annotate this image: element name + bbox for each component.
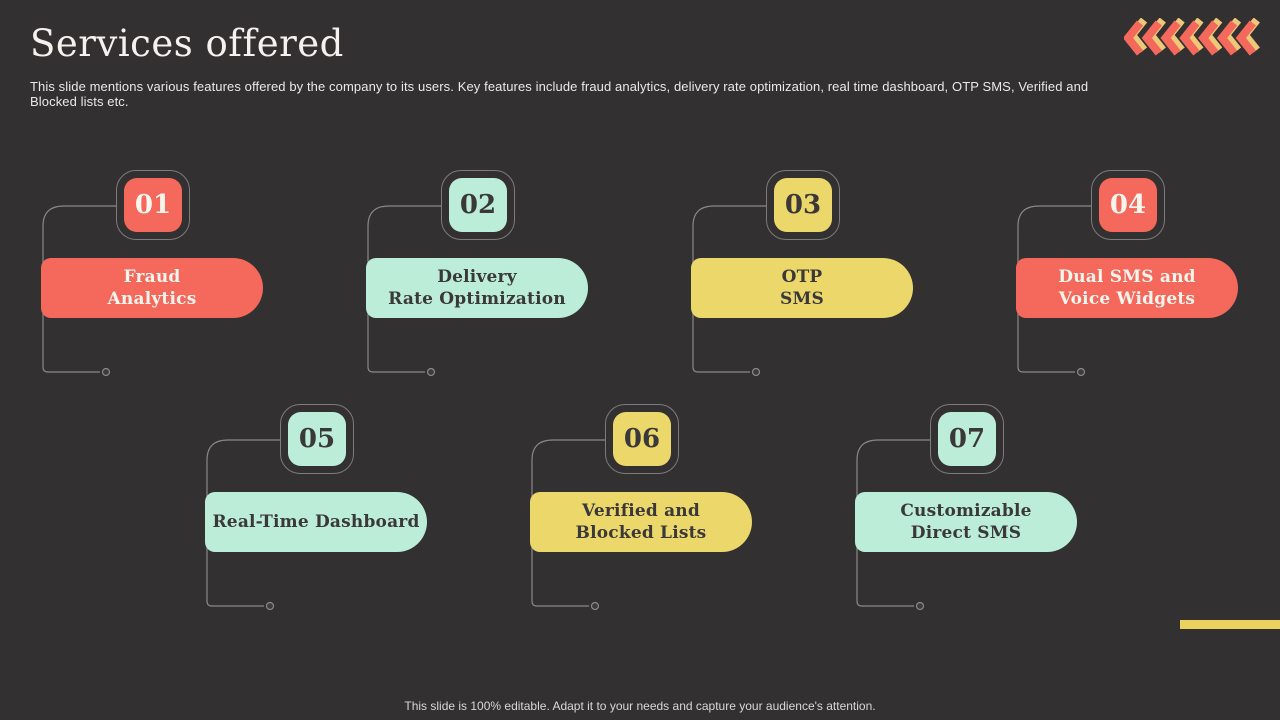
service-pill: Customizable Direct SMS — [855, 492, 1077, 552]
service-item: 03 OTP SMS — [690, 170, 922, 382]
number-badge: 06 — [613, 412, 671, 466]
service-item: 07 Customizable Direct SMS — [854, 404, 1086, 616]
number-badge: 03 — [774, 178, 832, 232]
number-badge: 07 — [938, 412, 996, 466]
footer-note: This slide is 100% editable. Adapt it to… — [404, 699, 876, 713]
number-badge-outline — [930, 404, 1004, 474]
page-title: Services offered — [30, 22, 344, 65]
number-badge: 04 — [1099, 178, 1157, 232]
service-item: 01 Fraud Analytics — [40, 170, 272, 382]
number-badge-outline — [1091, 170, 1165, 240]
service-item: 04 Dual SMS and Voice Widgets — [1015, 170, 1247, 382]
connector-dot — [751, 367, 761, 377]
number-badge-outline — [280, 404, 354, 474]
number-badge-outline — [605, 404, 679, 474]
chevron-left-decoration-icon — [1124, 18, 1260, 56]
service-pill: Verified and Blocked Lists — [530, 492, 752, 552]
number-badge-outline — [766, 170, 840, 240]
service-pill: Real-Time Dashboard — [205, 492, 427, 552]
service-item: 06 Verified and Blocked Lists — [529, 404, 761, 616]
connector-dot — [915, 601, 925, 611]
number-badge-outline — [441, 170, 515, 240]
service-pill: Delivery Rate Optimization — [366, 258, 588, 318]
number-badge: 02 — [449, 178, 507, 232]
connector-dot — [101, 367, 111, 377]
service-pill: Fraud Analytics — [41, 258, 263, 318]
service-item: 02 Delivery Rate Optimization — [365, 170, 597, 382]
number-badge-outline — [116, 170, 190, 240]
number-badge: 01 — [124, 178, 182, 232]
accent-bar — [1180, 620, 1280, 629]
connector-dot — [265, 601, 275, 611]
service-item: 05 Real-Time Dashboard — [204, 404, 436, 616]
service-pill: Dual SMS and Voice Widgets — [1016, 258, 1238, 318]
connector-dot — [590, 601, 600, 611]
connector-dot — [426, 367, 436, 377]
slide-description: This slide mentions various features off… — [30, 79, 1089, 109]
number-badge: 05 — [288, 412, 346, 466]
connector-dot — [1076, 367, 1086, 377]
service-pill: OTP SMS — [691, 258, 913, 318]
